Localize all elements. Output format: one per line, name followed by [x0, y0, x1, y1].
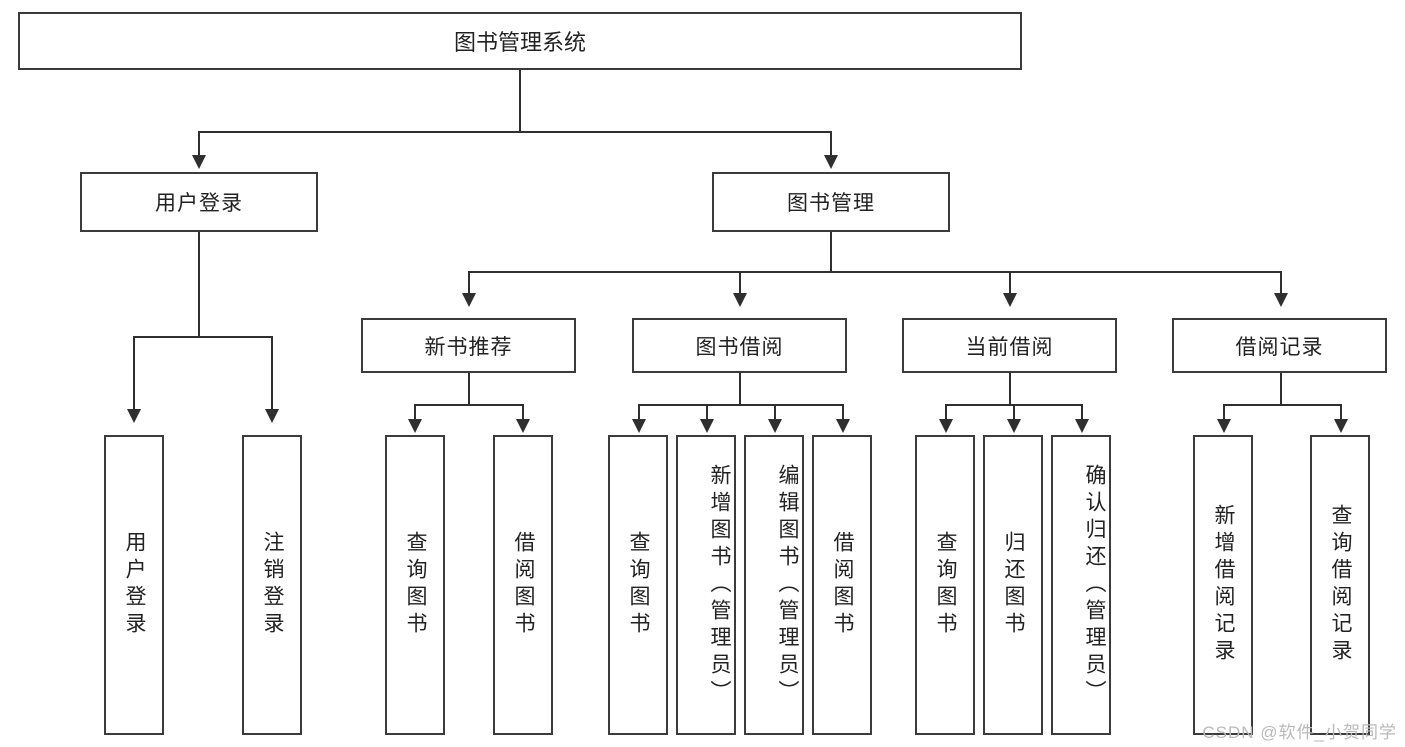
connector-book-manage-bus [468, 271, 1280, 273]
node-leaf-edit-book-label: 编辑图书（管理员） [776, 463, 799, 707]
arrowhead-to-user-login [192, 155, 206, 169]
node-leaf-borrow-book-1[interactable]: 借阅图书 [493, 435, 553, 735]
connector-book-borrow-stem [739, 373, 741, 405]
connector-to-borrow-record [1280, 271, 1282, 295]
arrowhead-to-current-borrow [1003, 293, 1017, 307]
node-leaf-borrow-book-2[interactable]: 借阅图书 [812, 435, 872, 735]
connector-book-borrow-drop-4 [842, 404, 844, 420]
connector-root-bus [198, 131, 831, 133]
connector-to-user-login [198, 131, 200, 157]
arrowhead-leaf-query-book-3 [939, 419, 953, 433]
connector-new-book-drop-2 [522, 404, 524, 420]
node-book-borrow-label: 图书借阅 [695, 335, 784, 359]
arrowhead-leaf-return-book [1007, 419, 1021, 433]
connector-book-borrow-drop-2 [706, 404, 708, 420]
node-leaf-user-logout-label: 注销登录 [261, 531, 284, 639]
node-leaf-edit-book[interactable]: 编辑图书（管理员） [744, 435, 804, 735]
node-leaf-query-book-3[interactable]: 查询图书 [915, 435, 975, 735]
arrowhead-leaf-query-record [1334, 419, 1348, 433]
node-new-book-recommend[interactable]: 新书推荐 [361, 318, 576, 373]
connector-current-borrow-stem [1009, 373, 1011, 405]
node-leaf-query-book-1[interactable]: 查询图书 [385, 435, 445, 735]
node-leaf-borrow-book-1-label: 借阅图书 [512, 531, 535, 639]
node-leaf-add-book-label: 新增图书（管理员） [708, 463, 731, 707]
node-leaf-confirm-return-label: 确认归还（管理员） [1083, 463, 1106, 707]
node-leaf-query-book-1-label: 查询图书 [404, 531, 427, 639]
arrowhead-leaf-borrow-book-2 [836, 419, 850, 433]
node-leaf-add-book[interactable]: 新增图书（管理员） [676, 435, 736, 735]
node-leaf-query-record[interactable]: 查询借阅记录 [1310, 435, 1370, 735]
arrowhead-leaf-query-book-2 [632, 419, 646, 433]
connector-to-current-borrow [1009, 271, 1011, 295]
node-borrow-record[interactable]: 借阅记录 [1172, 318, 1387, 373]
connector-book-borrow-bus [638, 404, 842, 406]
connector-new-book-stem [468, 373, 470, 405]
node-current-borrow[interactable]: 当前借阅 [902, 318, 1117, 373]
connector-root-stem [519, 70, 521, 132]
connector-borrow-record-bus [1223, 404, 1341, 406]
arrowhead-to-borrow-record [1274, 293, 1288, 307]
node-leaf-query-book-2-label: 查询图书 [627, 531, 650, 639]
node-book-borrow[interactable]: 图书借阅 [632, 318, 847, 373]
arrowhead-leaf-user-login [127, 409, 141, 423]
connector-borrow-record-stem [1280, 373, 1282, 405]
node-leaf-user-login[interactable]: 用户登录 [104, 435, 164, 735]
arrowhead-leaf-edit-book [768, 419, 782, 433]
node-leaf-user-login-label: 用户登录 [123, 531, 146, 639]
connector-current-borrow-drop-1 [945, 404, 947, 420]
connector-new-book-bus [414, 404, 522, 406]
node-leaf-confirm-return[interactable]: 确认归还（管理员） [1051, 435, 1111, 735]
connector-book-manage-stem [830, 232, 832, 272]
node-leaf-query-book-3-label: 查询图书 [934, 531, 957, 639]
node-borrow-record-label: 借阅记录 [1235, 335, 1324, 359]
connector-borrow-record-drop-2 [1340, 404, 1342, 420]
node-book-manage-label: 图书管理 [787, 192, 875, 215]
arrowhead-leaf-user-logout [265, 409, 279, 423]
node-root-label: 图书管理系统 [453, 30, 586, 55]
arrowhead-leaf-confirm-return [1075, 419, 1089, 433]
connector-new-book-drop-1 [414, 404, 416, 420]
connector-current-borrow-drop-3 [1081, 404, 1083, 420]
node-leaf-add-record-label: 新增借阅记录 [1212, 504, 1235, 666]
connector-user-login-drop-1 [133, 336, 135, 411]
arrowhead-leaf-add-book [700, 419, 714, 433]
connector-user-login-drop-2 [271, 336, 273, 411]
node-current-borrow-label: 当前借阅 [965, 335, 1054, 359]
arrowhead-to-book-borrow [733, 293, 747, 307]
connector-user-login-bus [133, 336, 271, 338]
arrowhead-leaf-add-record [1217, 419, 1231, 433]
node-user-login[interactable]: 用户登录 [80, 172, 318, 232]
connector-book-borrow-drop-1 [638, 404, 640, 420]
arrowhead-leaf-borrow-book-1 [516, 419, 530, 433]
node-leaf-add-record[interactable]: 新增借阅记录 [1193, 435, 1253, 735]
connector-current-borrow-drop-2 [1013, 404, 1015, 420]
connector-book-borrow-drop-3 [774, 404, 776, 420]
connector-to-new-book [468, 271, 470, 295]
connector-to-book-manage [830, 131, 832, 157]
node-user-login-label: 用户登录 [155, 192, 243, 215]
connector-to-book-borrow [739, 271, 741, 295]
arrowhead-leaf-query-book-1 [408, 419, 422, 433]
node-leaf-borrow-book-2-label: 借阅图书 [831, 531, 854, 639]
arrowhead-to-book-manage [824, 155, 838, 169]
connector-borrow-record-drop-1 [1223, 404, 1225, 420]
node-leaf-return-book[interactable]: 归还图书 [983, 435, 1043, 735]
watermark-text: CSDN @软件_小贺同学 [1202, 723, 1397, 742]
node-new-book-recommend-label: 新书推荐 [424, 335, 513, 359]
node-leaf-query-record-label: 查询借阅记录 [1329, 504, 1352, 666]
node-leaf-return-book-label: 归还图书 [1002, 531, 1025, 639]
arrowhead-to-new-book [462, 293, 476, 307]
node-book-manage[interactable]: 图书管理 [712, 172, 950, 232]
node-leaf-query-book-2[interactable]: 查询图书 [608, 435, 668, 735]
node-leaf-user-logout[interactable]: 注销登录 [242, 435, 302, 735]
connector-user-login-stem [198, 232, 200, 337]
node-root[interactable]: 图书管理系统 [18, 12, 1022, 70]
